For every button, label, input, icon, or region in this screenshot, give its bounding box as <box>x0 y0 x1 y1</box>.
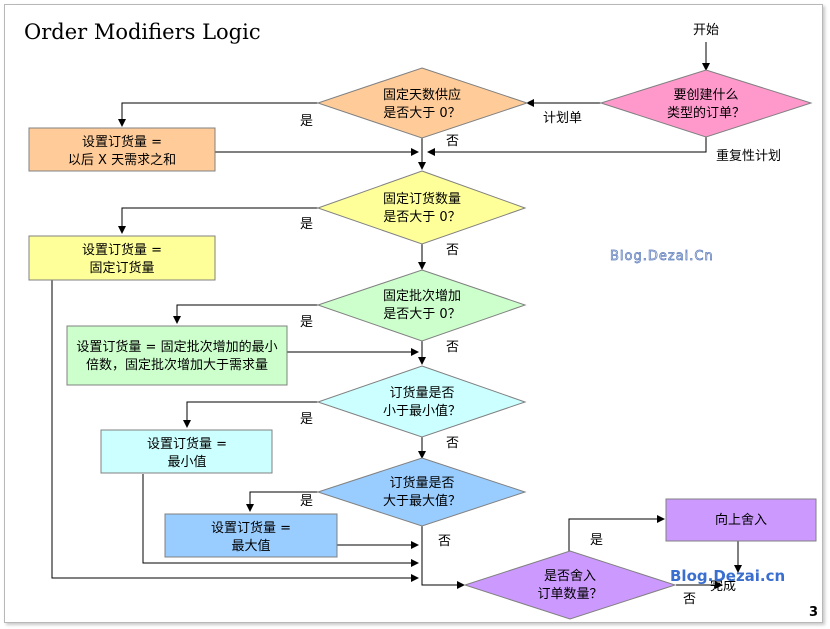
yes-label-fixed-lot: 是 <box>300 315 313 330</box>
box-max-line2: 最大值 <box>231 538 270 554</box>
edge-max-yes <box>246 491 318 512</box>
decision-fixed-days-line1: 固定天数供应 <box>383 87 461 103</box>
decision-fixed-days <box>316 67 529 139</box>
no-label-fixed-days: 否 <box>446 134 459 149</box>
decision-fixed-lot <box>316 269 527 342</box>
edge-max-no <box>421 526 465 589</box>
box-max-line1: 设置订货量 = <box>211 520 291 536</box>
yes-label-fixed-qty: 是 <box>300 217 313 232</box>
decision-fixed-qty-line1: 固定订货数量 <box>383 191 461 207</box>
edge-label-plan-order: 计划单 <box>543 111 582 126</box>
yes-label-fixed-days: 是 <box>300 114 313 129</box>
edge-round-yes <box>568 515 665 551</box>
decision-order-type-line2: 类型的订单？ <box>667 105 745 121</box>
edge-box2-merge <box>51 280 419 582</box>
box-fixed-lot-line1: 设置订货量 = 固定批次增加的最小 <box>76 339 277 355</box>
decision-max-line1: 订货量是否 <box>389 475 454 491</box>
decision-round-line1: 是否舍入 <box>544 569 596 584</box>
box-min <box>100 429 273 474</box>
decision-min-line2: 小于最小值？ <box>383 403 461 419</box>
watermark-2: Blog.Dezai.cn <box>670 567 785 585</box>
decision-fixed-qty-line2: 是否大于 0？ <box>383 210 460 225</box>
decision-min-line1: 订货量是否 <box>389 385 454 401</box>
decision-order-type <box>599 69 813 138</box>
edge-label-repetitive: 重复性计划 <box>716 148 781 164</box>
edge-min-yes <box>183 401 318 428</box>
no-label-fixed-qty: 否 <box>446 243 459 258</box>
edge-fixed-qty-yes <box>118 207 318 234</box>
decision-max <box>316 457 527 527</box>
edge-type-repetitive <box>427 137 707 156</box>
decision-round <box>463 550 677 620</box>
box-fixed-qty-line2: 固定订货量 <box>89 260 154 276</box>
box-round-up-label: 向上舍入 <box>715 512 767 528</box>
yes-label-min: 是 <box>300 412 313 427</box>
box-fixed-days-line1: 设置订货量 = <box>82 134 162 150</box>
box-fixed-qty <box>28 235 216 281</box>
yes-label-max: 是 <box>300 494 313 509</box>
no-label-min: 否 <box>446 436 459 451</box>
yes-label-round: 是 <box>590 533 603 548</box>
no-label-max: 否 <box>438 534 451 549</box>
no-label-round: 否 <box>683 592 696 607</box>
box-max <box>164 513 338 558</box>
start-label: 开始 <box>693 23 719 38</box>
no-label-fixed-lot: 否 <box>446 340 459 355</box>
decision-round-line2: 订单数量？ <box>537 587 602 602</box>
box-fixed-lot <box>66 325 288 386</box>
decision-fixed-lot-line1: 固定批次增加 <box>383 288 461 304</box>
decision-fixed-days-line2: 是否大于 0？ <box>383 106 460 121</box>
edge-box4-merge <box>142 474 419 567</box>
edge-fixed-days-yes <box>118 102 318 127</box>
end-label: 完成 <box>710 579 736 594</box>
box-round-up <box>665 498 817 542</box>
decision-fixed-lot-line2: 是否大于 0？ <box>383 307 460 322</box>
box-fixed-qty-line1: 设置订货量 = <box>82 242 162 258</box>
decision-fixed-qty <box>316 170 527 245</box>
box-min-line2: 最小值 <box>167 454 206 470</box>
page-number: 3 <box>809 605 818 620</box>
page-title: Order Modifiers Logic <box>24 20 261 44</box>
box-fixed-lot-line2: 倍数，固定批次增加大于需求量 <box>86 357 268 373</box>
box-min-line1: 设置订货量 = <box>147 436 227 452</box>
box-fixed-days-line2: 以后 X 天需求之和 <box>68 153 176 168</box>
decision-order-type-line1: 要创建什么 <box>673 88 738 103</box>
edge-fixed-lot-yes <box>173 304 318 324</box>
box-fixed-days <box>28 127 216 172</box>
decision-min <box>316 365 527 438</box>
watermark-1: Blog.Dezai.Cn <box>610 249 714 264</box>
decision-max-line2: 大于最大值？ <box>383 493 461 509</box>
connectors <box>51 42 742 589</box>
